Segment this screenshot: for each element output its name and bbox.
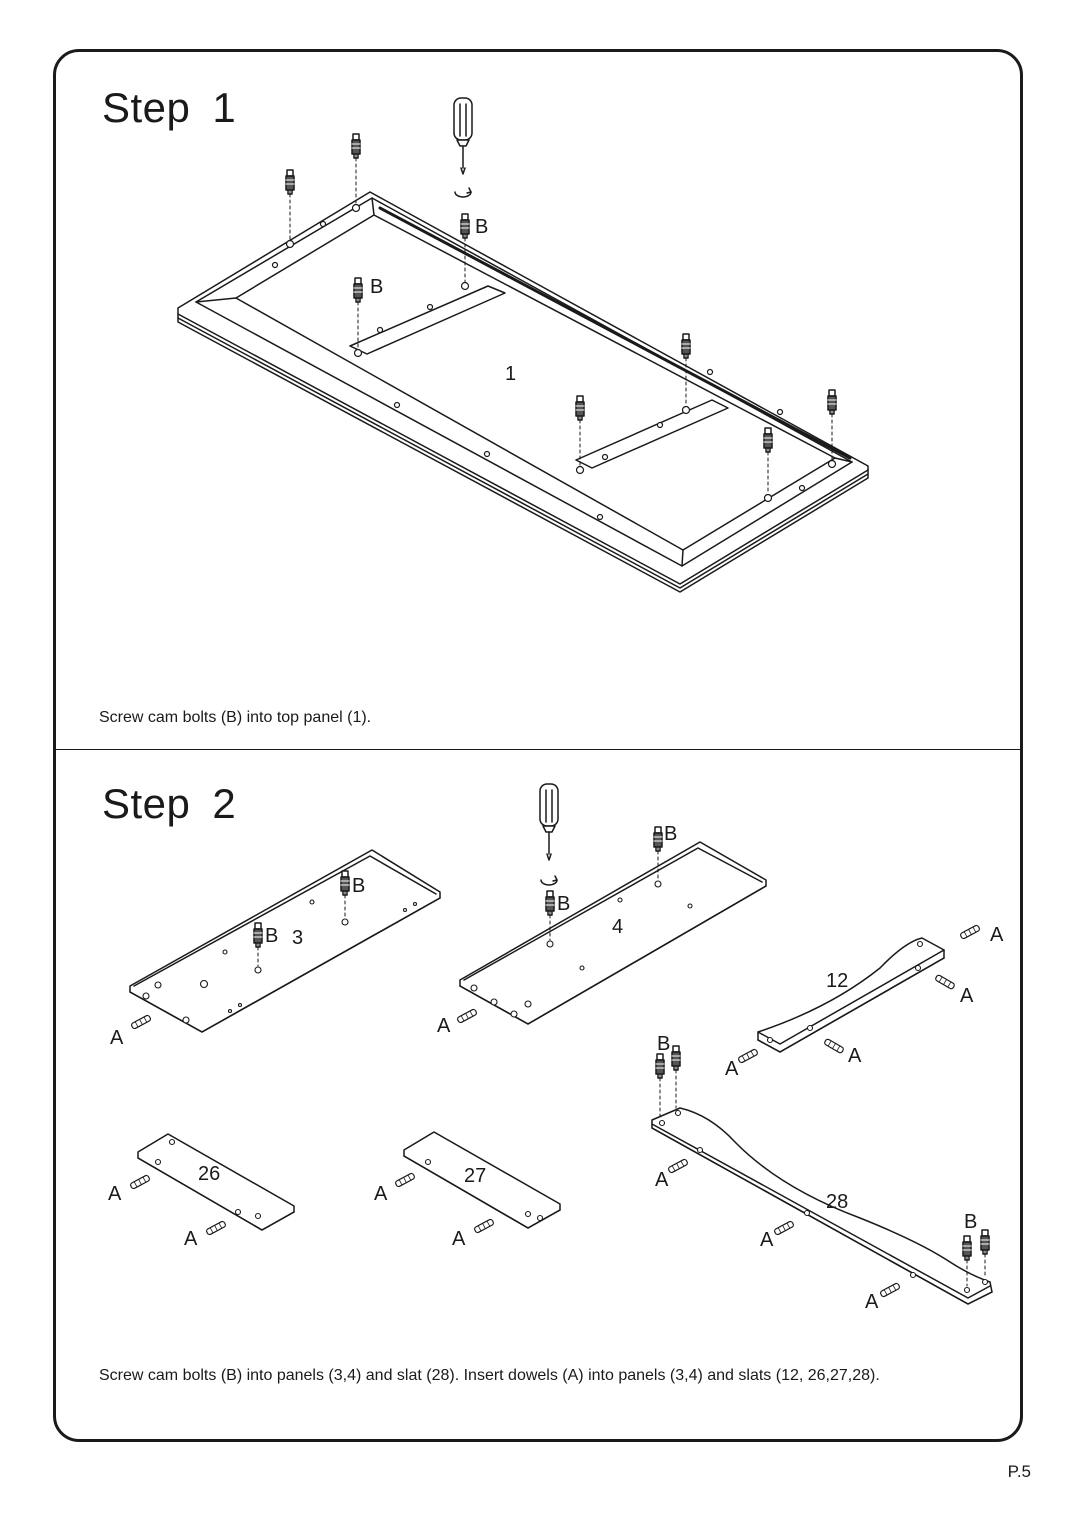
bolt-label: B bbox=[370, 276, 383, 298]
dowel-icon bbox=[823, 1037, 845, 1055]
rotate-arrow-icon bbox=[540, 875, 558, 886]
part-label-1: 1 bbox=[505, 363, 516, 385]
step-1-title: Step 1 bbox=[102, 84, 236, 132]
step-2-instruction: Screw cam bolts (B) into panels (3,4) an… bbox=[99, 1367, 880, 1384]
cam-bolt-icon bbox=[253, 922, 263, 948]
dowel-icon bbox=[773, 1219, 795, 1237]
slat-26 bbox=[137, 1133, 295, 1231]
part-label-4: 4 bbox=[612, 916, 623, 938]
cam-bolt-icon bbox=[340, 870, 350, 896]
dowel-label: A bbox=[452, 1228, 466, 1250]
cam-bolt-icon bbox=[962, 1235, 972, 1261]
bolt-label: B bbox=[964, 1211, 977, 1233]
cam-bolt-icon bbox=[545, 890, 555, 916]
rotate-arrow-icon bbox=[454, 187, 472, 198]
cam-bolt-icon bbox=[681, 333, 691, 359]
step-1-word: Step bbox=[102, 84, 191, 131]
dowel-label: A bbox=[725, 1058, 739, 1080]
cam-bolt-icon bbox=[763, 427, 773, 453]
step-2-word: Step bbox=[102, 780, 191, 827]
cam-bolt-icon bbox=[351, 133, 361, 159]
screwdriver-icon bbox=[539, 783, 559, 861]
dowel-icon bbox=[456, 1007, 478, 1025]
slat-12 bbox=[757, 937, 945, 1053]
page-number: P.5 bbox=[1007, 1462, 1031, 1481]
dowel-label: A bbox=[990, 924, 1004, 946]
dowel-icon bbox=[934, 973, 956, 991]
bolt-label: B bbox=[265, 925, 278, 947]
dowel-icon bbox=[394, 1171, 416, 1189]
part-label-26: 26 bbox=[198, 1163, 220, 1185]
dowel-icon bbox=[737, 1047, 759, 1065]
part-label-3: 3 bbox=[292, 927, 303, 949]
dowel-icon bbox=[129, 1173, 151, 1191]
cam-bolt-icon bbox=[353, 277, 363, 303]
dowel-label: A bbox=[108, 1183, 122, 1205]
step-2-title: Step 2 bbox=[102, 780, 236, 828]
dowel-icon bbox=[667, 1157, 689, 1175]
bolt-label: B bbox=[557, 893, 570, 915]
dowel-label: A bbox=[760, 1229, 774, 1251]
cam-bolt-icon bbox=[285, 169, 295, 195]
dowel-label: A bbox=[865, 1291, 879, 1313]
instruction-frame: Step 1 Screw cam bolts (B) into top panel… bbox=[53, 49, 1023, 1442]
slat-28 bbox=[651, 1107, 993, 1305]
cam-bolt-icon bbox=[980, 1229, 990, 1255]
dowel-icon bbox=[130, 1013, 152, 1031]
slat-27 bbox=[403, 1131, 561, 1229]
dowel-label: A bbox=[655, 1169, 669, 1191]
dowel-label: A bbox=[184, 1228, 198, 1250]
dowel-label: A bbox=[848, 1045, 862, 1067]
cam-bolt-icon bbox=[653, 826, 663, 852]
part-label-27: 27 bbox=[464, 1165, 486, 1187]
cam-bolt-icon bbox=[827, 389, 837, 415]
bolt-label: B bbox=[352, 875, 365, 897]
cam-bolt-icon bbox=[655, 1053, 665, 1079]
dowel-label: A bbox=[960, 985, 974, 1007]
bolt-label: B bbox=[657, 1033, 670, 1055]
dowel-icon bbox=[205, 1219, 227, 1237]
dowel-icon bbox=[879, 1281, 901, 1299]
bolt-label: B bbox=[664, 823, 677, 845]
cam-bolt-icon bbox=[575, 395, 585, 421]
dowel-icon bbox=[473, 1217, 495, 1235]
dowel-icon bbox=[959, 923, 981, 941]
part-label-12: 12 bbox=[826, 970, 848, 992]
part-label-28: 28 bbox=[826, 1191, 848, 1213]
dowel-label: A bbox=[110, 1027, 124, 1049]
panel-4 bbox=[459, 841, 767, 1025]
step-divider bbox=[56, 749, 1020, 750]
dowel-label: A bbox=[374, 1183, 388, 1205]
bolt-label: B bbox=[475, 216, 488, 238]
top-panel-1 bbox=[177, 191, 869, 593]
cam-bolt-icon bbox=[460, 213, 470, 239]
step-2-number: 2 bbox=[212, 780, 237, 827]
cam-bolt-icon bbox=[671, 1045, 681, 1071]
step-1-number: 1 bbox=[212, 84, 237, 131]
panel-3 bbox=[129, 849, 441, 1033]
screwdriver-icon bbox=[453, 97, 473, 175]
dowel-label: A bbox=[437, 1015, 451, 1037]
step-1-instruction: Screw cam bolts (B) into top panel (1). bbox=[99, 709, 372, 726]
